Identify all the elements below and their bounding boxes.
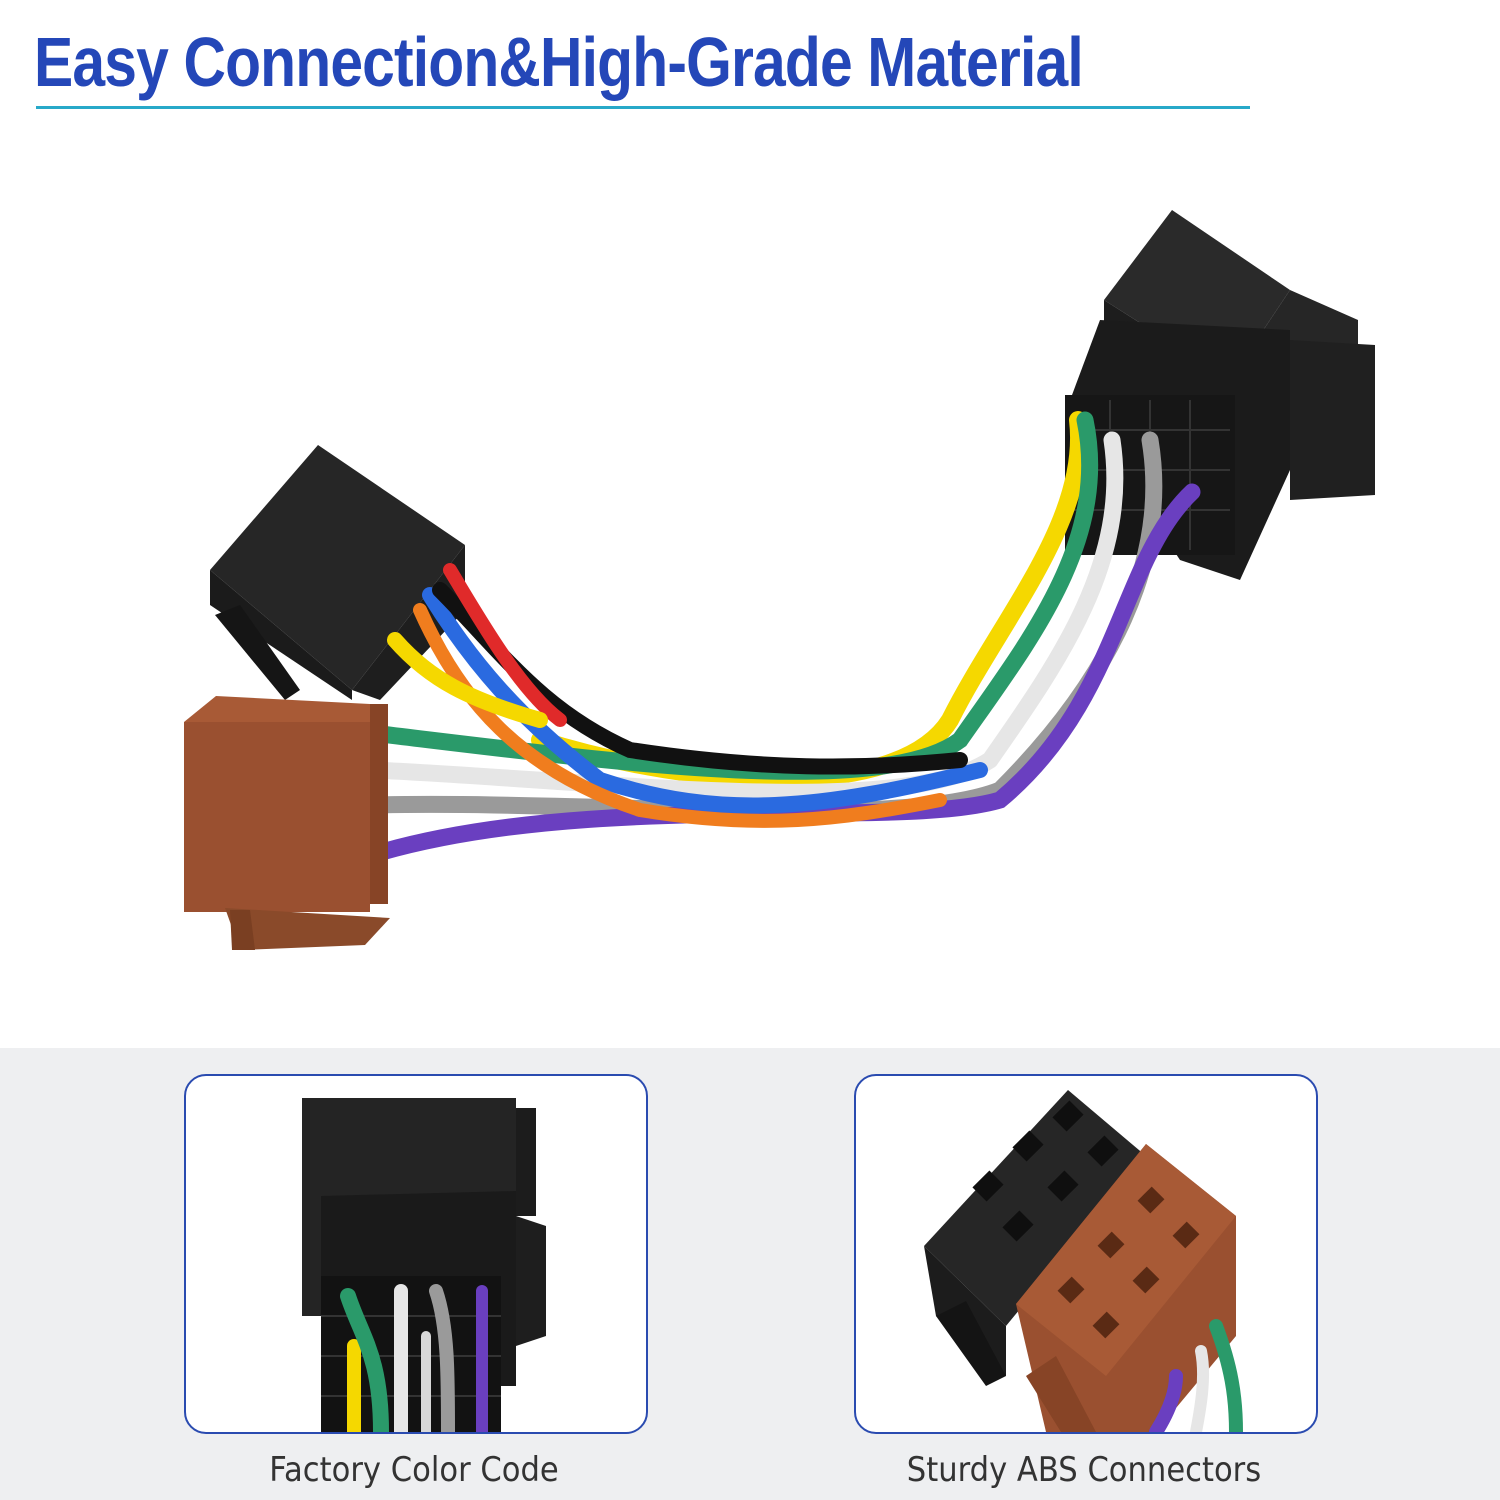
caption-abs-connectors: Sturdy ABS Connectors (906, 1450, 1262, 1490)
right-black-connector (1065, 210, 1375, 580)
headline: Easy Connection&High-Grade Material (34, 23, 1084, 101)
feature-card-factory-color-code (184, 1074, 648, 1434)
abs-connectors-photo (924, 1090, 1243, 1432)
factory-color-code-photo (302, 1098, 546, 1432)
headline-underline (36, 106, 1250, 109)
brown-connector (184, 696, 390, 950)
wiring-harness-illustration (184, 210, 1375, 950)
caption-factory-color-code: Factory Color Code (269, 1450, 559, 1490)
feature-card-abs-connectors (854, 1074, 1318, 1434)
